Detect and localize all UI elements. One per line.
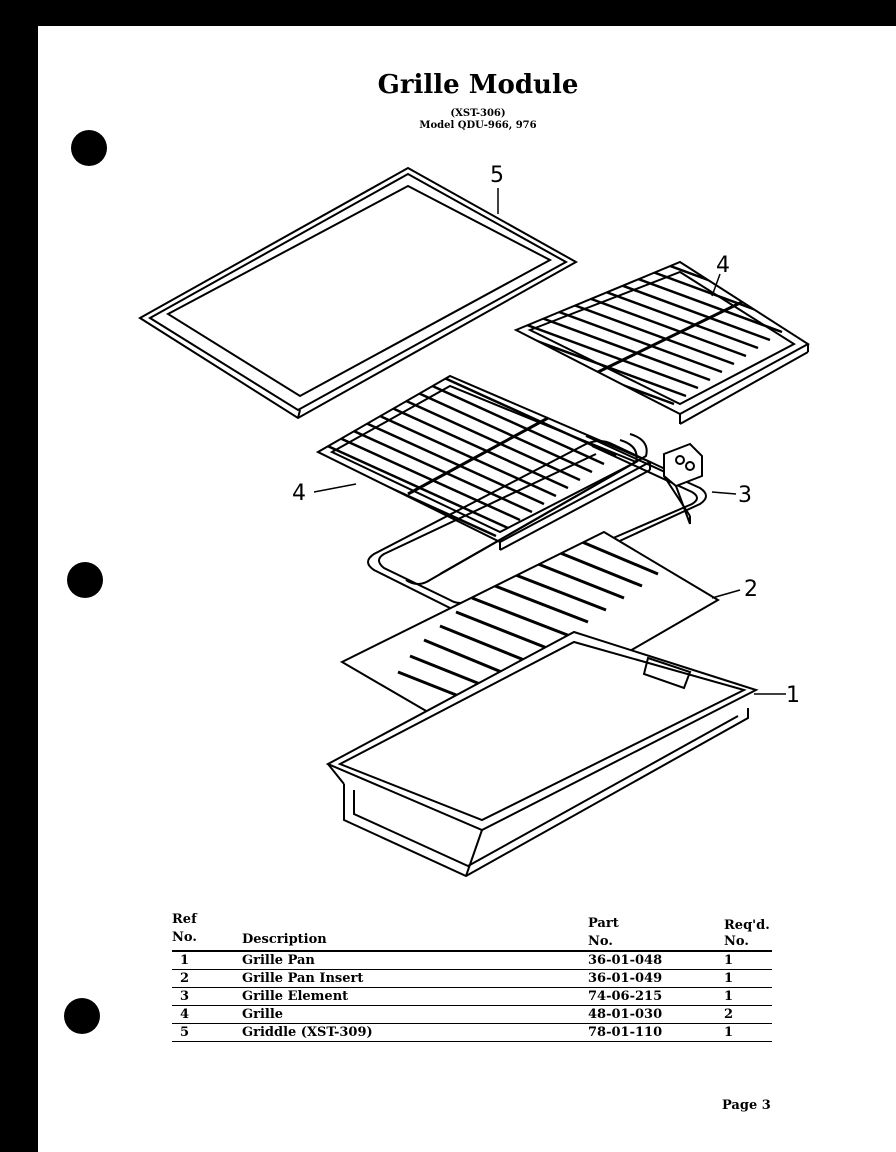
grille-pan-insert-part — [339, 530, 720, 742]
parts-table-header: Ref No. Description Part No. Req'd. No. — [172, 912, 772, 952]
reqd-cell: 1 — [724, 971, 734, 986]
reqd-cell: 1 — [724, 953, 734, 968]
table-row: 1 Grille Pan 36-01-048 1 — [172, 952, 772, 970]
callout-label: 4 — [716, 253, 730, 278]
grille-element-part — [367, 433, 707, 613]
binder-hole — [67, 562, 103, 598]
reqd-cell: 1 — [724, 1025, 734, 1040]
callout-label: 2 — [744, 577, 758, 602]
table-row: 2 Grille Pan Insert 36-01-049 1 — [172, 970, 772, 988]
ref-cell: 4 — [180, 1007, 190, 1022]
reqd-cell: 1 — [724, 989, 734, 1004]
model-subtitle: (XST-306) — [450, 108, 506, 119]
document-title: Grille Module — [377, 70, 579, 100]
griddle-part — [138, 166, 579, 420]
callout-label: 5 — [490, 163, 504, 188]
parts-table: Ref No. Description Part No. Req'd. No. … — [172, 912, 772, 1042]
callout-label: 4 — [292, 481, 306, 506]
reqd-cell: 2 — [724, 1007, 734, 1022]
part-no-cell: 74-06-215 — [588, 989, 663, 1004]
ref-cell: 2 — [180, 971, 190, 986]
callout-label: 1 — [786, 683, 800, 708]
table-row: 5 Griddle (XST-309) 78-01-110 1 — [172, 1024, 772, 1042]
binder-hole — [64, 998, 100, 1034]
callout-label: 3 — [738, 483, 752, 508]
page-number: Page 3 — [722, 1098, 771, 1113]
description-cell: Grille Pan — [242, 953, 315, 968]
description-header: Description — [242, 932, 327, 947]
part-no-cell: 36-01-048 — [588, 953, 663, 968]
binder-hole — [71, 130, 107, 166]
ref-header-no: No. — [172, 930, 197, 945]
table-row: 4 Grille 48-01-030 2 — [172, 1006, 772, 1024]
grille-pan-part — [325, 630, 759, 878]
callout-leaders — [313, 188, 786, 695]
description-cell: Grille Element — [242, 989, 349, 1004]
part-header: Part — [588, 916, 619, 931]
table-row: 3 Grille Element 74-06-215 1 — [172, 988, 772, 1006]
ref-header: Ref — [172, 912, 197, 927]
ref-cell: 3 — [180, 989, 190, 1004]
model-numbers: Model QDU-966, 976 — [419, 120, 537, 131]
part-header-no: No. — [588, 934, 613, 949]
description-cell: Grille — [242, 1007, 284, 1022]
part-no-cell: 36-01-049 — [588, 971, 663, 986]
part-no-cell: 48-01-030 — [588, 1007, 663, 1022]
part-no-cell: 78-01-110 — [588, 1025, 663, 1040]
description-cell: Grille Pan Insert — [242, 971, 364, 986]
ref-cell: 5 — [180, 1025, 190, 1040]
reqd-header: Req'd. — [724, 918, 770, 933]
description-cell: Griddle (XST-309) — [242, 1025, 373, 1040]
reqd-header-no: No. — [724, 934, 749, 949]
ref-cell: 1 — [180, 953, 190, 968]
